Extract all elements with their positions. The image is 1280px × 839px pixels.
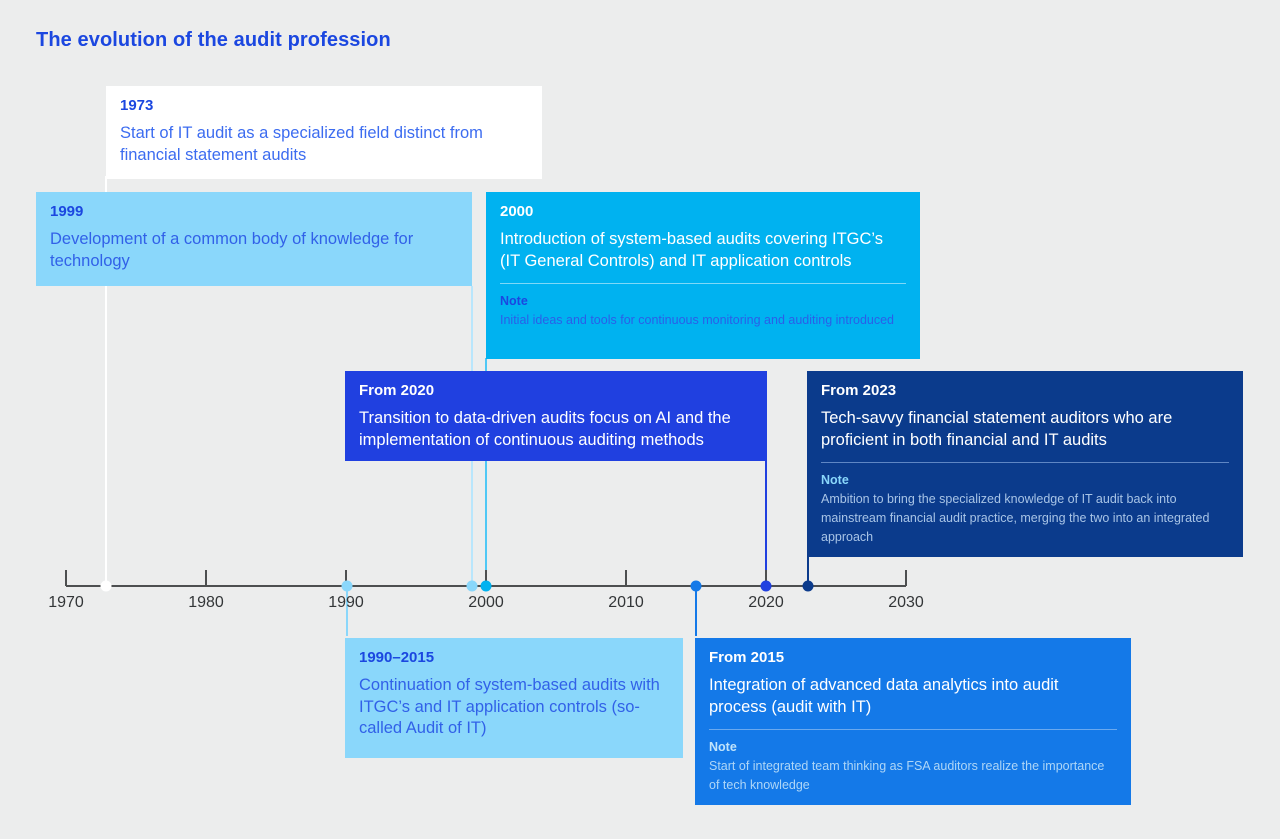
timeline-marker-1999[interactable] bbox=[466, 580, 478, 592]
card-body-text: Integration of advanced data analytics i… bbox=[709, 675, 1059, 716]
card-note: Note Start of integrated team thinking a… bbox=[709, 729, 1117, 795]
timeline-marker-1990[interactable] bbox=[341, 580, 353, 592]
axis-label-1980: 1980 bbox=[188, 594, 224, 611]
note-text: Initial ideas and tools for continuous m… bbox=[500, 312, 895, 327]
card-body-text: Start of IT audit as a specialized field… bbox=[120, 123, 483, 164]
card-note: Note Ambition to bring the specialized k… bbox=[821, 462, 1229, 547]
timeline-marker-1973[interactable] bbox=[100, 580, 112, 592]
note-label: Note bbox=[500, 294, 528, 309]
axis-label-2030: 2030 bbox=[888, 594, 924, 611]
connector-2015 bbox=[695, 586, 697, 636]
card-year-label: 1990–2015 bbox=[359, 649, 435, 666]
connector-2023 bbox=[807, 556, 809, 586]
axis-tick-1980 bbox=[205, 570, 207, 586]
card-year-label: 2000 bbox=[500, 203, 534, 220]
timeline-card-from-2020[interactable]: From 2020 Transition to data-driven audi… bbox=[345, 371, 767, 461]
card-year-label: From 2023 bbox=[821, 382, 897, 399]
timeline-marker-2023[interactable] bbox=[802, 580, 814, 592]
timeline-marker-2000[interactable] bbox=[480, 580, 492, 592]
axis-tick-2010 bbox=[625, 570, 627, 586]
card-year-label: From 2020 bbox=[359, 382, 435, 399]
note-text: Ambition to bring the specialized knowle… bbox=[821, 491, 1210, 545]
timeline-marker-2015[interactable] bbox=[690, 580, 702, 592]
card-year-label: 1973 bbox=[120, 97, 154, 114]
timeline-card-1973[interactable]: 1973 Start of IT audit as a specialized … bbox=[106, 86, 542, 179]
card-body-text: Tech-savvy financial statement auditors … bbox=[821, 408, 1173, 449]
connector-1990 bbox=[346, 586, 348, 636]
axis-tick-2000 bbox=[485, 570, 487, 586]
axis-label-2020: 2020 bbox=[748, 594, 784, 611]
timeline-card-from-2023[interactable]: From 2023 Tech-savvy financial statement… bbox=[807, 371, 1243, 557]
axis-label-2000: 2000 bbox=[468, 594, 504, 611]
timeline-card-from-2015[interactable]: From 2015 Integration of advanced data a… bbox=[695, 638, 1131, 805]
card-year-label: From 2015 bbox=[709, 649, 785, 666]
card-year-label: 1999 bbox=[50, 203, 84, 220]
card-note: Note Initial ideas and tools for continu… bbox=[500, 283, 906, 330]
axis-label-1970: 1970 bbox=[48, 594, 84, 611]
axis-tick-2030 bbox=[905, 570, 907, 586]
card-body-text: Introduction of system-based audits cove… bbox=[500, 229, 884, 270]
note-label: Note bbox=[821, 473, 849, 488]
page-title: The evolution of the audit profession bbox=[36, 29, 391, 51]
timeline-card-1990-2015[interactable]: 1990–2015 Continuation of system-based a… bbox=[345, 638, 683, 758]
axis-tick-1970 bbox=[65, 570, 67, 586]
timeline-marker-2020[interactable] bbox=[760, 580, 772, 592]
connector-2020 bbox=[765, 461, 767, 586]
connector-1973 bbox=[105, 176, 107, 586]
note-label: Note bbox=[709, 740, 737, 755]
timeline-card-1999[interactable]: 1999 Development of a common body of kno… bbox=[36, 192, 472, 286]
axis-label-2010: 2010 bbox=[608, 594, 644, 611]
axis-tick-2020 bbox=[765, 570, 767, 586]
timeline-card-2000[interactable]: 2000 Introduction of system-based audits… bbox=[486, 192, 920, 359]
card-body-text: Development of a common body of knowledg… bbox=[50, 229, 414, 270]
card-body-text: Transition to data-driven audits focus o… bbox=[359, 408, 731, 449]
note-text: Start of integrated team thinking as FSA… bbox=[709, 758, 1105, 792]
axis-tick-1990 bbox=[345, 570, 347, 586]
card-body-text: Continuation of system-based audits with… bbox=[359, 675, 660, 738]
axis-label-1990: 1990 bbox=[328, 594, 364, 611]
connector-2000 bbox=[485, 358, 487, 586]
